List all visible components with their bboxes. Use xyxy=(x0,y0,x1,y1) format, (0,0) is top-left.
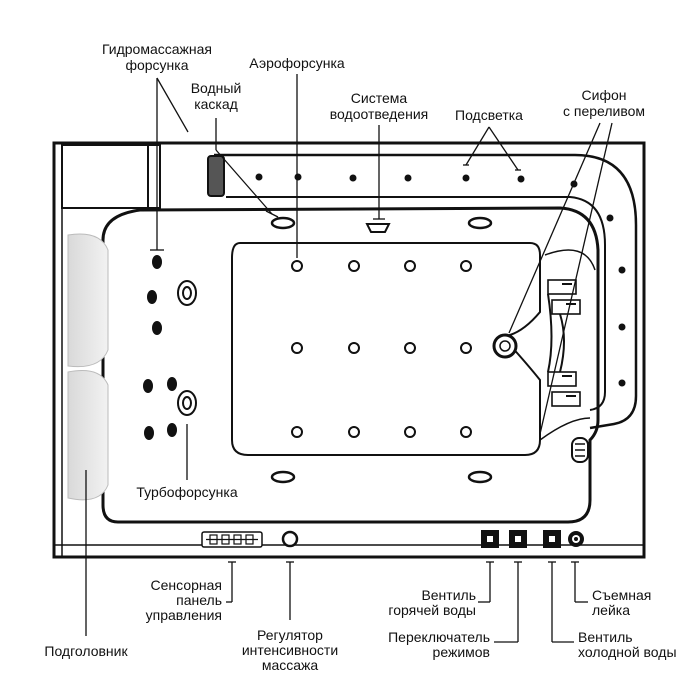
cascade-block xyxy=(61,144,161,209)
touch-panel-label-line3: управления xyxy=(146,607,222,623)
drain-system-label-line2: водоотведения xyxy=(330,106,428,122)
hydro-jet-label-line2: форсунка xyxy=(125,57,188,73)
step-ridge-1 xyxy=(547,293,553,373)
mode-switch-label-line2: режимов xyxy=(433,644,490,660)
hand-shower-label-line2: лейка xyxy=(592,602,630,618)
backlight-channel-outer xyxy=(214,153,638,430)
massage-regulator-label-line1: Регулятор xyxy=(257,627,323,643)
aero-jet-label: Аэрофорсунка xyxy=(249,55,345,71)
headrest-upper xyxy=(67,233,109,368)
aero-jets xyxy=(291,260,472,438)
water-cascade-label-line2: каскад xyxy=(194,96,238,112)
hydro-jets xyxy=(143,255,177,440)
water-cascade-spout xyxy=(207,155,225,197)
cold-valve-label-line2: холодной воды xyxy=(578,644,677,660)
siphon-label-line1: Сифон xyxy=(582,87,627,103)
hot-valve-label-line1: Вентиль xyxy=(421,587,476,603)
leader-lines xyxy=(85,74,613,643)
valve-buttons xyxy=(481,530,561,548)
cold-valve-label-line1: Вентиль xyxy=(578,629,633,645)
turbo-jet-label: Турбофорсунка xyxy=(136,484,237,500)
water-cascade-label-line1: Водный xyxy=(191,80,242,96)
drain-system-label-line1: Система xyxy=(351,90,408,106)
slope-line-2 xyxy=(539,417,591,441)
hand-shower-label-line1: Съемная xyxy=(592,587,651,603)
touch-control-panel xyxy=(201,531,263,548)
headrest-label: Подголовник xyxy=(44,643,128,659)
tub-frame xyxy=(52,141,646,559)
mode-switch-label-line1: Переключатель xyxy=(388,629,490,645)
hydro-jet-label-line1: Гидромассажная xyxy=(102,41,212,57)
bath-floor xyxy=(231,242,541,456)
turbo-jets xyxy=(177,280,197,416)
rim-jets xyxy=(270,216,493,484)
siphon-label-line2: с переливом xyxy=(563,103,645,119)
touch-panel-label-line2: панель xyxy=(176,592,222,608)
drain-system xyxy=(365,223,391,233)
touch-panel-label-line1: Сенсорная xyxy=(151,577,222,593)
massage-regulator-knob xyxy=(281,530,299,548)
hot-valve-label-line2: горячей воды xyxy=(388,602,476,618)
massage-regulator-label-line3: массажа xyxy=(262,657,319,673)
slope-line-1 xyxy=(544,249,596,271)
siphon-drain-inner xyxy=(499,340,511,352)
inner-contour xyxy=(101,206,600,524)
headrest-lower xyxy=(67,370,109,501)
backlight-label: Подсветка xyxy=(455,107,523,123)
side-step-shadows xyxy=(562,283,576,397)
massage-regulator-label-line2: интенсивности xyxy=(242,642,338,658)
step-ridge-2 xyxy=(559,313,565,373)
